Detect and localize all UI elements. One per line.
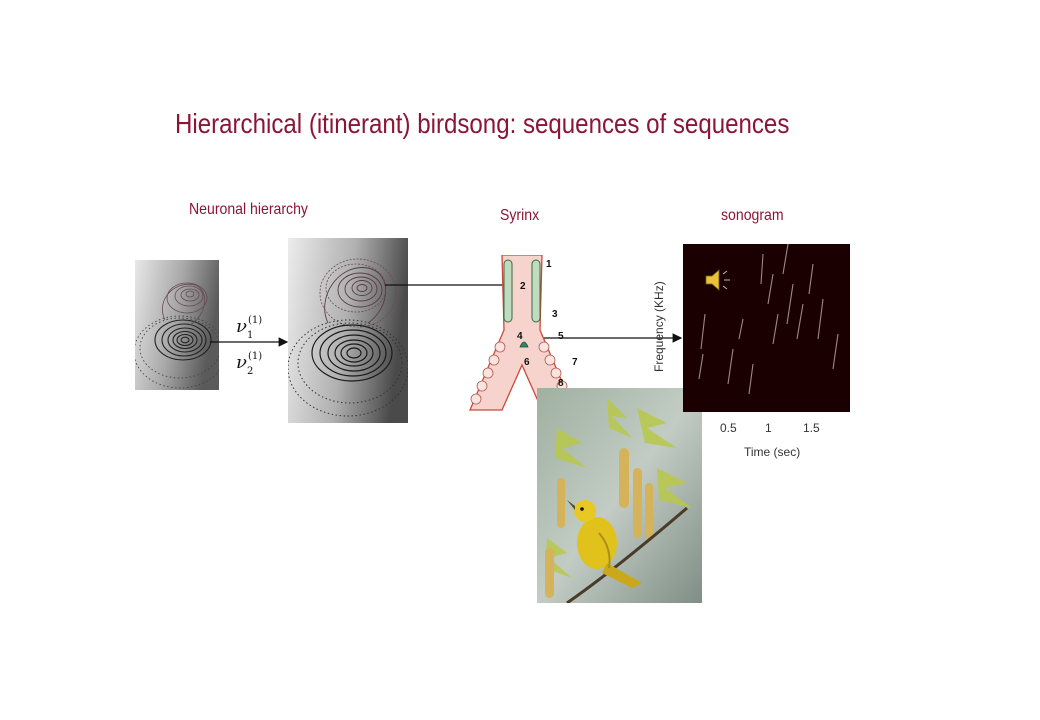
state-variable-v1: ν 1 (1): [234, 312, 270, 342]
syrinx-num-4: 4: [517, 331, 523, 342]
bird-photo: [537, 388, 702, 603]
syrinx-num-7: 7: [572, 357, 578, 368]
syrinx-num-1: 1: [546, 259, 552, 270]
speaker-icon[interactable]: [703, 266, 733, 294]
sonogram-plot: [683, 244, 850, 412]
sonogram-y-label: Frequency (KHz): [652, 281, 666, 372]
syrinx-num-6: 6: [524, 357, 530, 368]
syrinx-num-8: 8: [558, 378, 564, 389]
syrinx-num-2: 2: [520, 281, 526, 292]
v1-sup: (1): [248, 315, 262, 326]
syrinx-label: Syrinx: [500, 207, 540, 224]
state-variable-v2: ν 2 (1): [234, 348, 270, 378]
syrinx-num-3: 3: [552, 309, 558, 320]
v2-sup: (1): [248, 351, 262, 362]
attractor-large: [288, 238, 408, 423]
sonogram-x-tick-2: 1.5: [803, 421, 820, 435]
sonogram-x-tick-0: 0.5: [720, 421, 737, 435]
v2-sub: 2: [247, 366, 253, 377]
attractor-small: [135, 260, 219, 390]
syrinx-num-5: 5: [558, 331, 564, 342]
sonogram-x-tick-1: 1: [765, 421, 772, 435]
v1-sub: 1: [247, 330, 253, 341]
sonogram-x-label: Time (sec): [744, 445, 801, 459]
sonogram-label: sonogram: [721, 207, 784, 224]
v2-symbol: ν: [236, 352, 247, 373]
v1-symbol: ν: [236, 316, 247, 337]
page-title: Hierarchical (itinerant) birdsong: seque…: [175, 108, 790, 139]
neuronal-hierarchy-label: Neuronal hierarchy: [189, 201, 308, 218]
